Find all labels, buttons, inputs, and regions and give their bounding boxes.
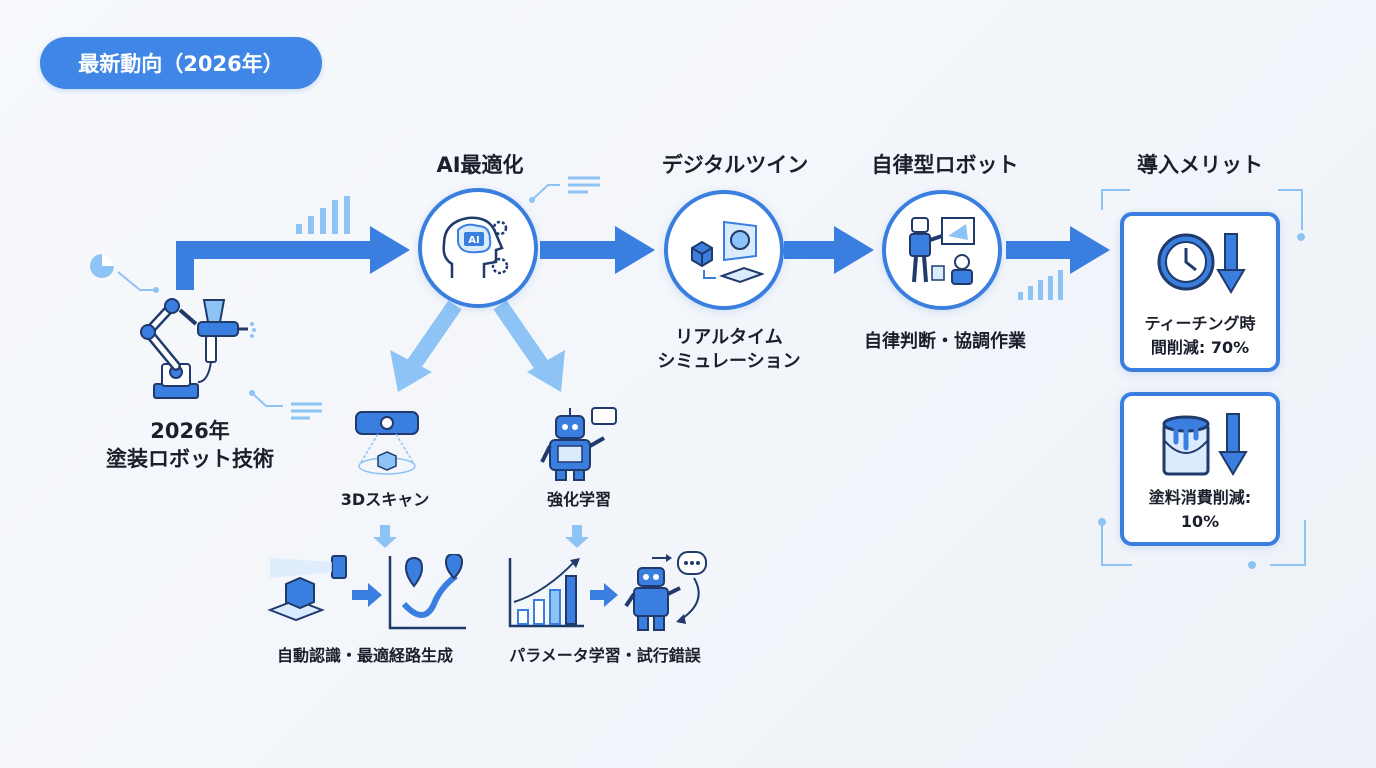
arrow-to-rl	[527, 350, 565, 392]
arrow-to-benefits	[1070, 226, 1110, 274]
benefit-teaching-line2: 間削減: 70%	[1150, 338, 1250, 357]
arrow-to-scan	[390, 350, 432, 392]
benefit-card-paint: 塗料消費削減: 10%	[1120, 392, 1280, 546]
benefit-card-teaching: ティーチング時 間削減: 70%	[1120, 212, 1280, 372]
3d-scanner-icon	[355, 411, 419, 475]
ai-chip-text: AI	[468, 235, 479, 246]
stage-twin-circle	[664, 190, 784, 310]
benefit-teaching-line1: ティーチング時	[1144, 314, 1256, 333]
paint-can-down-icon	[1162, 413, 1248, 476]
arrow-to-robot	[834, 226, 874, 274]
decor-bars-left	[296, 196, 350, 234]
benefit-paint-line2: 10%	[1180, 512, 1220, 531]
branch-scan-title: 3Dスキャン	[340, 490, 430, 509]
stage-robot-circle	[882, 190, 1002, 310]
decor-bars-right	[1018, 270, 1063, 300]
branch-rl-desc: パラメータ学習・試行錯誤	[509, 646, 701, 665]
benefits-frame	[1101, 189, 1306, 566]
start-title-line1: 2026年	[150, 419, 230, 443]
benefits-title: 導入メリット	[1137, 153, 1263, 177]
stage-ai-title: AI最適化	[436, 153, 524, 177]
learning-robot-icon	[540, 407, 617, 481]
arrow-to-twin	[615, 226, 655, 274]
growth-chart-icon	[508, 558, 584, 628]
stage-twin-desc-line1: リアルタイム	[675, 327, 783, 348]
stage-twin-title: デジタルツイン	[661, 153, 809, 177]
branch-scan-desc: 自動認識・最適経路生成	[276, 646, 453, 665]
digital-twin-icon	[691, 220, 764, 284]
trial-robot-icon	[624, 551, 707, 631]
stage-robot-desc: 自律判断・協調作業	[864, 331, 1026, 352]
ai-brain-icon: AI	[442, 216, 509, 278]
clock-down-icon	[1157, 233, 1246, 294]
scan-object-icon	[267, 555, 347, 622]
benefit-paint-line1: 塗料消費削減:	[1148, 488, 1252, 507]
stage-ai-circle: AI	[418, 188, 538, 308]
stage-robot-title: 自律型ロボット	[871, 153, 1019, 177]
start-title-line2: 塗装ロボット技術	[106, 447, 274, 471]
stage-twin-desc-line2: シミュレーション	[657, 351, 801, 372]
autonomous-robot-icon	[909, 217, 975, 285]
spray-robot-icon	[140, 298, 256, 399]
trend-badge: 最新動向（2026年）	[40, 37, 322, 89]
path-planning-icon	[388, 554, 466, 630]
arrow-to-ai	[370, 226, 410, 274]
branch-rl-title: 強化学習	[546, 490, 611, 509]
